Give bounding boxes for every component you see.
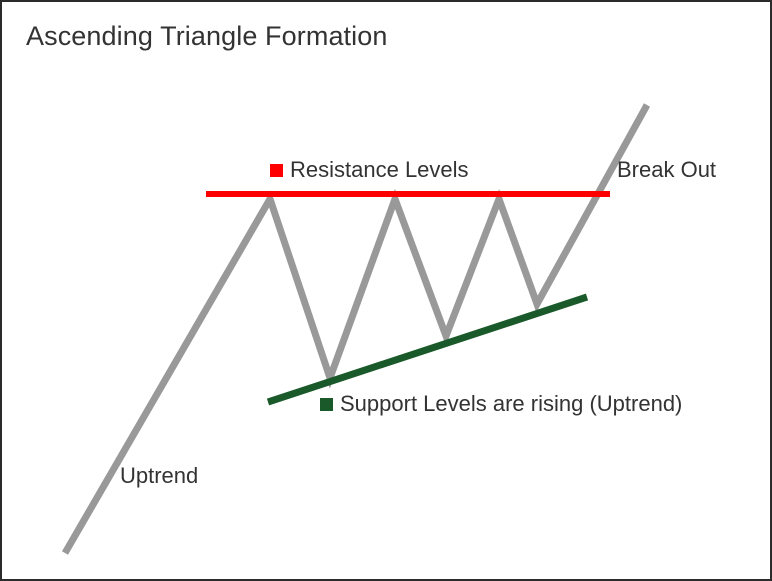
breakout-label-text: Break Out	[617, 157, 717, 182]
uptrend-label: Uptrend	[120, 465, 198, 487]
resistance-level-label: Resistance Levels	[270, 159, 469, 181]
support-swatch-icon	[320, 397, 333, 411]
breakout-label: Break Out	[617, 159, 716, 181]
resistance-swatch-icon	[270, 163, 283, 177]
price-zigzag-line	[61, 103, 651, 555]
support-level-label: Support Levels are rising (Uptrend)	[320, 393, 682, 415]
page-title: Ascending Triangle Formation	[26, 21, 388, 51]
support-label-text: Support Levels are rising (Uptrend)	[340, 391, 683, 416]
support-trendline	[266, 293, 589, 406]
uptrend-label-text: Uptrend	[120, 463, 199, 488]
resistance-label-text: Resistance Levels	[290, 157, 469, 182]
